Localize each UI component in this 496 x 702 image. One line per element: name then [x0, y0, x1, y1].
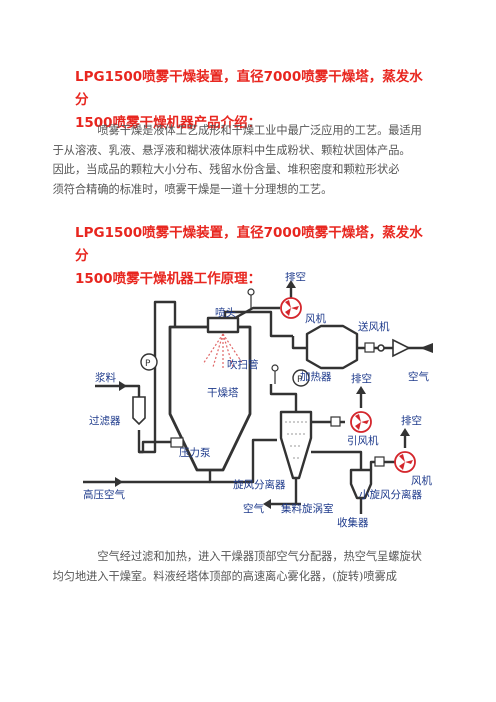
- label-drying-tower: 干燥塔: [207, 386, 239, 399]
- arrow-hp-air: [115, 477, 123, 487]
- label-pressure-pump: 压力泵: [179, 446, 211, 459]
- heading-working-principle-line1: LPG1500喷雾干燥装置，直径7000喷雾干燥塔，蒸发水分: [75, 225, 423, 264]
- gauge-label-left: P: [145, 359, 151, 369]
- label-exhaust-top: 排空: [285, 272, 306, 283]
- label-blower: 送风机: [358, 320, 390, 333]
- pressure-gauge-icon: [140, 353, 310, 387]
- intro-line-4: 须符合精确的标准时，喷雾干燥是一道十分理想的工艺。: [52, 182, 333, 196]
- cyclone-top-duct: [269, 384, 298, 412]
- label-exhaust-right: 排空: [401, 414, 422, 427]
- arrow-air-right: [420, 343, 433, 353]
- label-induced-fan: 引风机: [347, 434, 379, 447]
- filter-to-tower-line: [137, 300, 177, 454]
- filter-icon: [132, 396, 146, 426]
- thermometer-icon: [247, 288, 279, 384]
- intro-line-1: 喷雾干燥是液体工艺成形和干燥工业中最广泛应用的工艺。最适用: [97, 124, 422, 137]
- label-collector: 收集器: [337, 516, 369, 529]
- slurry-line: [95, 384, 141, 397]
- heading-product-intro-line2: 1500喷雾干燥机器产品介绍：: [75, 115, 262, 131]
- heater-inlet-duct: [291, 336, 307, 350]
- label-filter: 过滤器: [89, 414, 121, 427]
- label-purge-pipe: 吹扫管: [227, 358, 259, 371]
- blower-icon: [377, 338, 411, 358]
- label-collect-chamber: 集料旋涡室: [281, 502, 334, 515]
- heater-body: [305, 324, 359, 370]
- label-hp-air: 高压空气: [83, 488, 125, 501]
- label-heater: 加热器: [300, 370, 332, 383]
- intro-line-3: 因此，当成品的颗粒大小分布、残留水份含量、堆积密度和颗粒形状必: [52, 163, 400, 177]
- drying-tower-body: [168, 325, 252, 472]
- arrow-air-bottom: [263, 499, 271, 509]
- label-exhaust-mid: 排空: [351, 372, 372, 385]
- spray-pattern: [202, 333, 244, 368]
- intro-line-2: 于从溶液、乳液、悬浮液和糊状液体原料中生成粉状、颗粒状固体产品。: [52, 143, 411, 157]
- label-small-cyclone: 小旋风分离器: [359, 488, 422, 501]
- spray-dryer-process-diagram: P P 排空 喷头 风机 送风机 吹扫管 浆料 加热器 空气 排空 干燥塔 过滤…: [83, 272, 433, 529]
- body-paragraph: 空气经过滤和加热，进入干燥器顶部空气分配器，热空气呈螺旋状 均匀地进入干燥室。料…: [53, 547, 427, 586]
- air-distributor-box: [206, 316, 240, 334]
- label-fan-right: 风机: [411, 474, 432, 487]
- pump-line: [139, 440, 171, 454]
- heading-working-principle: LPG1500喷雾干燥装置，直径7000喷雾干燥塔，蒸发水分 1500喷雾干燥机…: [75, 222, 435, 291]
- heading-working-principle-line2: 1500喷雾干燥机器工作原理：: [75, 271, 262, 287]
- gauge-label-right: P: [297, 375, 303, 385]
- arrow-exhaust-top: [286, 280, 296, 288]
- hot-air-duct-top: [223, 310, 293, 338]
- body-line-2: 均匀地进入干燥室。料液经塔体顶部的高速离心雾化器，(旋转)喷雾成: [52, 569, 397, 583]
- label-air-right: 空气: [408, 370, 429, 383]
- arrow-slurry: [119, 381, 127, 391]
- label-cyclone: 旋风分离器: [233, 478, 286, 491]
- cyclone-body: [279, 410, 313, 480]
- label-nozzle: 喷头: [215, 307, 236, 319]
- fan-right-duct: [369, 460, 397, 470]
- heading-product-intro: LPG1500喷雾干燥装置，直径7000喷雾干燥塔，蒸发水分 1500喷雾干燥机…: [75, 66, 435, 135]
- arrow-exhaust-mid: [356, 386, 366, 394]
- fan-top-duct: [234, 306, 280, 320]
- label-fan-top: 风机: [305, 312, 326, 325]
- body-line-1: 空气经过滤和加热，进入干燥器顶部空气分配器，热空气呈螺旋状: [97, 550, 422, 563]
- arrow-exhaust-right: [400, 428, 410, 436]
- intro-paragraph: 喷雾干燥是液体工艺成形和干燥工业中最广泛应用的工艺。最适用 于从溶液、乳液、悬浮…: [53, 121, 427, 199]
- valve-icon: [170, 342, 385, 467]
- heading-product-intro-line1: LPG1500喷雾干燥装置，直径7000喷雾干燥塔，蒸发水分: [75, 69, 423, 108]
- small-cyclone-duct: [311, 450, 363, 470]
- label-air-bottom: 空气: [243, 502, 264, 515]
- label-slurry: 浆料: [95, 371, 116, 384]
- tower-outlet-duct: [208, 438, 277, 484]
